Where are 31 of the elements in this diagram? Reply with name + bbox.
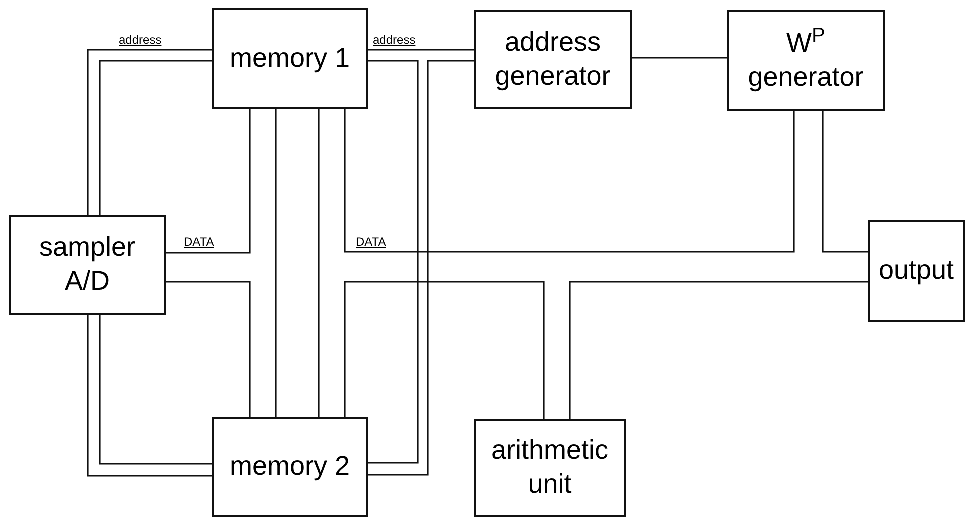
edge-label: address — [118, 34, 163, 46]
block-label: address generator — [494, 26, 612, 93]
connector-line — [87, 314, 213, 477]
block-box — [727, 10, 885, 111]
connector-line — [368, 49, 474, 51]
block-label: arithmetic unit — [490, 434, 610, 501]
connector-line — [87, 49, 213, 216]
block-label: memory 1 — [228, 42, 352, 75]
connector-line — [368, 60, 474, 476]
block-box — [474, 419, 626, 517]
connector-line — [344, 281, 545, 419]
connector-line — [166, 109, 251, 254]
block-label: memory 2 — [228, 450, 352, 484]
connector-line — [569, 281, 868, 419]
block-box — [474, 10, 632, 109]
block-box — [868, 220, 965, 322]
edge-label: DATA — [355, 236, 388, 248]
block-label: sampler A/D — [38, 231, 137, 298]
connector-line — [822, 111, 868, 253]
edge-label: DATA — [183, 236, 216, 248]
connector-line — [275, 108, 320, 418]
block-box — [212, 417, 368, 517]
connector-line — [368, 60, 419, 464]
connector-line — [632, 57, 727, 59]
connector-line — [166, 281, 251, 417]
block-label: output — [878, 254, 956, 288]
block-box — [9, 215, 166, 315]
block-box — [212, 8, 368, 109]
connector-line — [344, 109, 795, 253]
edge-label: address — [372, 34, 417, 46]
block-label: W$^{P}$ generator — [747, 26, 865, 94]
